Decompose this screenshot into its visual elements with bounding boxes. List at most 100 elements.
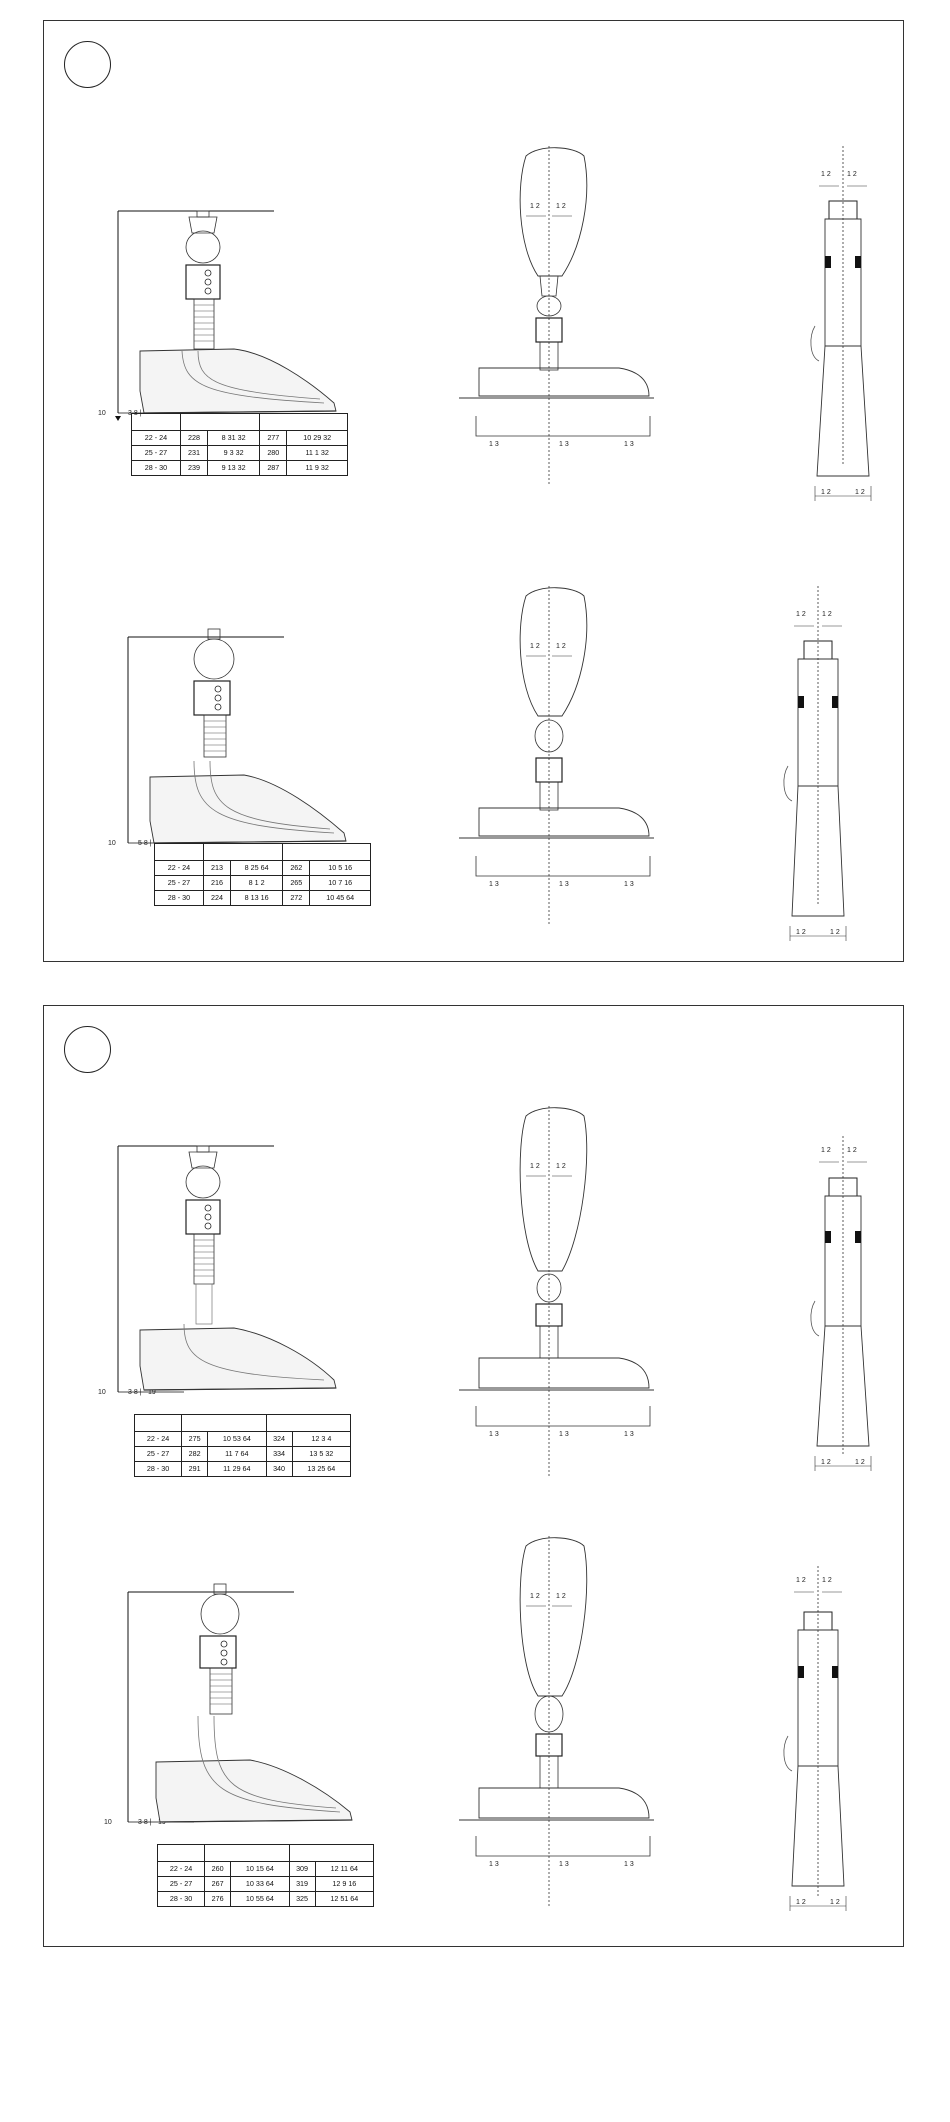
table-cell: 8 1 2 bbox=[230, 875, 284, 891]
table-cell: 10 45 64 bbox=[309, 890, 371, 906]
table-cell: 340 bbox=[265, 1461, 293, 1477]
dimension-label: 1 2 bbox=[556, 1593, 566, 1600]
table-cell: 265 bbox=[282, 875, 311, 891]
table-header-cell bbox=[131, 413, 181, 431]
table-cell: 9 3 32 bbox=[207, 445, 261, 461]
table-header-cell bbox=[154, 843, 204, 861]
dimension-label: 1 2 bbox=[821, 1459, 831, 1466]
table-cell: 262 bbox=[282, 860, 311, 876]
dimension-label: 1 2 bbox=[530, 643, 540, 650]
table-row: 22 - 24 213 8 25 64 262 10 5 16 bbox=[154, 860, 371, 876]
dimension-label: 1 2 bbox=[855, 489, 865, 496]
table-cell: 25 - 27 bbox=[154, 875, 204, 891]
back-view-figure: 1 2 1 2 1 2 1 2 bbox=[783, 1566, 847, 1911]
back-view-figure: 1 2 1 2 1 2 1 2 bbox=[810, 146, 872, 501]
front-view-figure: 1 2 1 2 1 3 1 3 1 3 bbox=[459, 586, 654, 926]
table-cell: 28 - 30 bbox=[131, 460, 181, 476]
dimension-label: 1 2 bbox=[556, 643, 566, 650]
table-cell: 22 - 24 bbox=[154, 860, 204, 876]
table-cell: 10 53 64 bbox=[207, 1431, 267, 1447]
table-cell: 8 13 16 bbox=[230, 890, 284, 906]
table-row: 22 - 24 228 8 31 32 277 10 29 32 bbox=[131, 430, 348, 446]
base-offset-label: 5 8 | bbox=[138, 840, 152, 847]
table-header-cell bbox=[259, 413, 348, 431]
base-extra-label: 19 bbox=[148, 1389, 156, 1396]
table-cell: 260 bbox=[204, 1861, 232, 1877]
dimension-label: 1 2 bbox=[796, 1577, 806, 1584]
table-cell: 272 bbox=[282, 890, 311, 906]
table-cell: 224 bbox=[202, 890, 232, 906]
side-axis-label: 10 bbox=[98, 1389, 106, 1396]
dimension-label: 1 2 bbox=[796, 1899, 806, 1906]
size-table: 22 - 24 260 10 15 64 309 12 11 64 25 - 2… bbox=[156, 1844, 375, 1907]
table-cell: 28 - 30 bbox=[154, 890, 204, 906]
side-axis-label: 10 bbox=[108, 840, 116, 847]
side-axis-label: 10 bbox=[104, 1819, 112, 1826]
table-cell: 10 55 64 bbox=[230, 1891, 290, 1907]
size-table: 22 - 24 275 10 53 64 324 12 3 4 25 - 27 … bbox=[133, 1414, 352, 1477]
back-view-figure: 1 2 1 2 1 2 1 2 bbox=[783, 586, 847, 941]
table-row: 25 - 27 231 9 3 32 280 11 1 32 bbox=[131, 445, 348, 461]
table-header-cell bbox=[288, 1844, 374, 1862]
dimension-label: 1 3 bbox=[624, 881, 634, 888]
table-cell: 22 - 24 bbox=[131, 430, 181, 446]
table-row: 25 - 27 282 11 7 64 334 13 5 32 bbox=[133, 1446, 352, 1462]
panel-badge-circle bbox=[64, 41, 111, 88]
table-cell: 25 - 27 bbox=[131, 445, 181, 461]
panel-badge-circle bbox=[64, 1026, 111, 1073]
table-cell: 10 29 32 bbox=[286, 430, 348, 446]
table-cell: 28 - 30 bbox=[156, 1891, 206, 1907]
base-offset-label: 3 8 | bbox=[128, 1389, 142, 1396]
dimension-label: 1 3 bbox=[559, 1861, 569, 1868]
table-cell: 13 25 64 bbox=[291, 1461, 352, 1477]
table-cell: 25 - 27 bbox=[133, 1446, 183, 1462]
table-cell: 12 9 16 bbox=[314, 1876, 375, 1892]
dimension-label: 1 3 bbox=[624, 441, 634, 448]
side-axis-label: 10 bbox=[98, 410, 106, 417]
dimension-label: 1 2 bbox=[556, 1163, 566, 1170]
dimension-label: 1 2 bbox=[855, 1459, 865, 1466]
table-cell: 10 7 16 bbox=[309, 875, 371, 891]
table-cell: 334 bbox=[265, 1446, 293, 1462]
dimension-label: 1 3 bbox=[489, 881, 499, 888]
table-cell: 324 bbox=[265, 1431, 293, 1447]
table-cell: 10 33 64 bbox=[230, 1876, 290, 1892]
table-cell: 216 bbox=[202, 875, 232, 891]
table-cell: 11 7 64 bbox=[207, 1446, 267, 1462]
table-cell: 291 bbox=[181, 1461, 209, 1477]
dimension-label: 1 2 bbox=[530, 203, 540, 210]
table-cell: 10 5 16 bbox=[309, 860, 371, 876]
dimension-label: 1 2 bbox=[822, 1577, 832, 1584]
front-view-figure: 1 2 1 2 1 3 1 3 1 3 bbox=[459, 1106, 654, 1476]
table-cell: 319 bbox=[288, 1876, 316, 1892]
table-header-cell bbox=[282, 843, 371, 861]
table-header-cell bbox=[181, 1414, 267, 1432]
table-cell: 28 - 30 bbox=[133, 1461, 183, 1477]
dimension-label: 1 3 bbox=[489, 441, 499, 448]
dimension-label: 1 2 bbox=[796, 929, 806, 936]
dimension-label: 1 3 bbox=[559, 441, 569, 448]
table-cell: 11 1 32 bbox=[286, 445, 348, 461]
dimension-label: 1 2 bbox=[796, 611, 806, 618]
dimension-label: 1 2 bbox=[821, 489, 831, 496]
table-row: 25 - 27 267 10 33 64 319 12 9 16 bbox=[156, 1876, 375, 1892]
dimension-label: 1 2 bbox=[530, 1163, 540, 1170]
table-cell: 11 9 32 bbox=[286, 460, 348, 476]
side-view-figure: 10 3 8 | 19 bbox=[104, 1583, 353, 1826]
side-view-figure: 10 3 8 | 19 bbox=[98, 1145, 337, 1396]
dimension-label: 1 3 bbox=[559, 1431, 569, 1438]
table-cell: 12 3 4 bbox=[291, 1431, 352, 1447]
table-cell: 325 bbox=[288, 1891, 316, 1907]
table-cell: 277 bbox=[259, 430, 288, 446]
dimension-label: 1 3 bbox=[489, 1861, 499, 1868]
table-header-cell bbox=[133, 1414, 183, 1432]
dimension-label: 1 2 bbox=[847, 171, 857, 178]
dimension-label: 1 3 bbox=[624, 1861, 634, 1868]
panel-1: 10 3 8 | 22 - 24 22 bbox=[43, 20, 904, 962]
dimension-label: 1 2 bbox=[530, 1593, 540, 1600]
size-table: 22 - 24 228 8 31 32 277 10 29 32 25 - 27… bbox=[131, 413, 348, 476]
base-offset-label: 3 8 | bbox=[138, 1819, 152, 1826]
table-cell: 25 - 27 bbox=[156, 1876, 206, 1892]
dimension-label: 1 3 bbox=[559, 881, 569, 888]
table-header-cell bbox=[202, 843, 284, 861]
